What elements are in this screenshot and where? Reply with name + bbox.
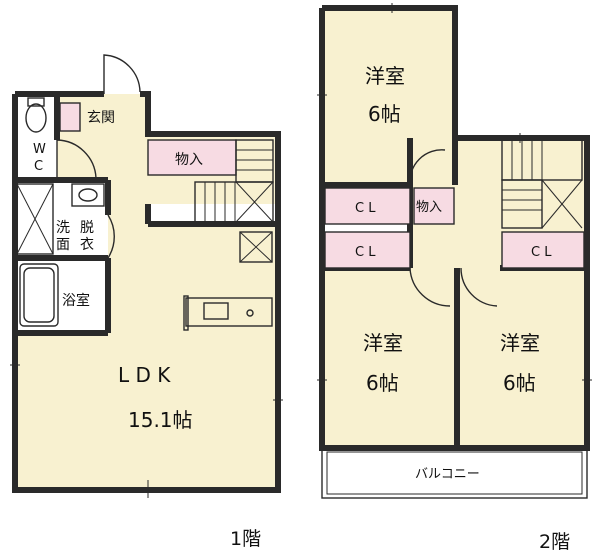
room-top-name: 洋室 bbox=[365, 64, 405, 88]
washroom-label-1: 洗 bbox=[56, 220, 70, 236]
ventilation-icon bbox=[239, 231, 273, 263]
toilet-tank-icon bbox=[27, 97, 45, 107]
floor-2: 洋室 6帖 洋室 6帖 洋室 6帖 C L C L C L 物入 バルコニー 2… bbox=[317, 3, 592, 553]
dressing-label-1: 脱 bbox=[80, 220, 94, 236]
bathroom-label: 浴室 bbox=[62, 292, 90, 309]
entrance-label: 玄関 bbox=[87, 109, 115, 126]
closet-2 bbox=[324, 231, 411, 269]
entrance-step bbox=[59, 102, 81, 132]
ldk-label: L D K bbox=[118, 363, 171, 387]
stairs-2f bbox=[501, 139, 583, 229]
room-right-size: 6帖 bbox=[503, 371, 536, 395]
floor-2-label: 2階 bbox=[539, 531, 570, 553]
room-left-door[interactable] bbox=[409, 267, 451, 307]
closet-1-label: C L bbox=[355, 201, 376, 216]
bathtub-icon bbox=[19, 263, 59, 327]
dressing-label-2: 衣 bbox=[80, 237, 94, 253]
stairs-1f bbox=[194, 139, 274, 223]
room-right-door[interactable] bbox=[460, 267, 498, 307]
wc-door[interactable] bbox=[56, 139, 97, 180]
washroom-door[interactable] bbox=[107, 214, 115, 259]
closet-3 bbox=[501, 231, 585, 269]
storage-2f-label: 物入 bbox=[416, 200, 442, 215]
storage-2f bbox=[413, 187, 455, 225]
closet-3-label: C L bbox=[531, 245, 552, 260]
bathroom-area bbox=[15, 258, 108, 333]
room-right-name: 洋室 bbox=[500, 331, 540, 355]
closet-2-label: C L bbox=[355, 245, 376, 260]
floor-1-label: 1階 bbox=[230, 528, 261, 550]
room-top-door[interactable] bbox=[409, 149, 446, 186]
toilet-icon bbox=[25, 103, 47, 133]
outer-wall bbox=[12, 91, 281, 493]
washroom-label-2: 面 bbox=[56, 237, 70, 253]
entrance-door[interactable] bbox=[103, 54, 141, 94]
washroom-area bbox=[15, 180, 108, 258]
wc-area bbox=[15, 94, 57, 180]
room-left-area bbox=[322, 268, 457, 448]
closet-1 bbox=[324, 187, 411, 225]
wc-label-c: C bbox=[34, 159, 43, 174]
washroom-fixtures bbox=[16, 183, 115, 259]
balcony-label: バルコニー bbox=[415, 467, 480, 482]
storage-label: 物入 bbox=[175, 152, 203, 168]
room-left-name: 洋室 bbox=[363, 331, 403, 355]
balcony-rail bbox=[326, 451, 583, 495]
ldk-size-label: 15.1帖 bbox=[128, 408, 193, 432]
room-top-size: 6帖 bbox=[368, 102, 401, 126]
room-left-size: 6帖 bbox=[366, 371, 399, 395]
kitchen-counter bbox=[183, 295, 273, 331]
floor-1: 玄関 W C 物入 洗 面 脱 衣 浴室 L D K 15.1帖 1階 bbox=[10, 54, 283, 550]
room-right-area bbox=[457, 268, 587, 448]
wc-label-w: W bbox=[33, 142, 46, 157]
storage-closet bbox=[147, 139, 237, 176]
